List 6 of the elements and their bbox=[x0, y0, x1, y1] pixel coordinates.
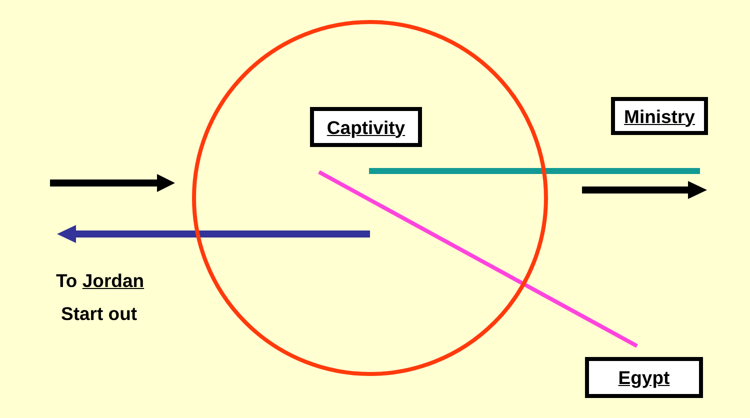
text-label: Start out bbox=[61, 303, 138, 324]
label-box: Ministry bbox=[611, 97, 708, 135]
label-box: Captivity bbox=[310, 107, 422, 147]
circle bbox=[192, 20, 548, 376]
text-label: To Jordan bbox=[56, 270, 144, 291]
label-box: Egypt bbox=[585, 357, 703, 398]
